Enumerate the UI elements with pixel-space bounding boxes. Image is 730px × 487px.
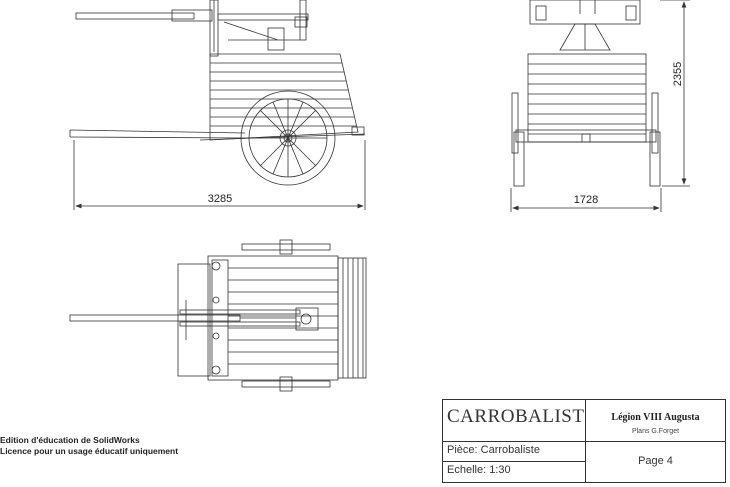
scale-label: Echelle: 1:30 (443, 462, 586, 483)
plans-author: Plans G.Forget (631, 428, 680, 435)
organization-name: Légion VIII Augusta (611, 412, 700, 423)
front-height-label: 2355 (672, 62, 684, 86)
side-length-label: 3285 (208, 193, 232, 205)
watermark-line-1: Edition d'éducation de SolidWorks (0, 435, 140, 445)
top-view (69, 239, 367, 392)
front-width-label: 1728 (574, 194, 598, 206)
front-width-dimension (510, 188, 662, 212)
organization-cell: Légion VIII Augusta Plans G.Forget (586, 400, 725, 442)
side-wheel (240, 90, 336, 186)
side-dimension (73, 140, 366, 210)
watermark-line-2: Licence pour un usage éducatif uniquemen… (0, 446, 179, 456)
page-number: Page 4 (638, 455, 673, 467)
top-body-planks (228, 267, 338, 365)
piece-label: Pièce: Carrobaliste (443, 442, 586, 462)
front-height-dimension (660, 0, 690, 187)
front-body-planks (528, 63, 646, 135)
solidworks-watermark: Edition d'éducation de SolidWorks Licenc… (0, 435, 178, 457)
drawing-title: CARROBALISTE (443, 400, 586, 442)
title-block: CARROBALISTE Légion VIII Augusta Plans G… (442, 399, 726, 483)
side-view (69, 0, 366, 186)
side-body-planks (210, 62, 356, 127)
front-view (511, 0, 661, 187)
